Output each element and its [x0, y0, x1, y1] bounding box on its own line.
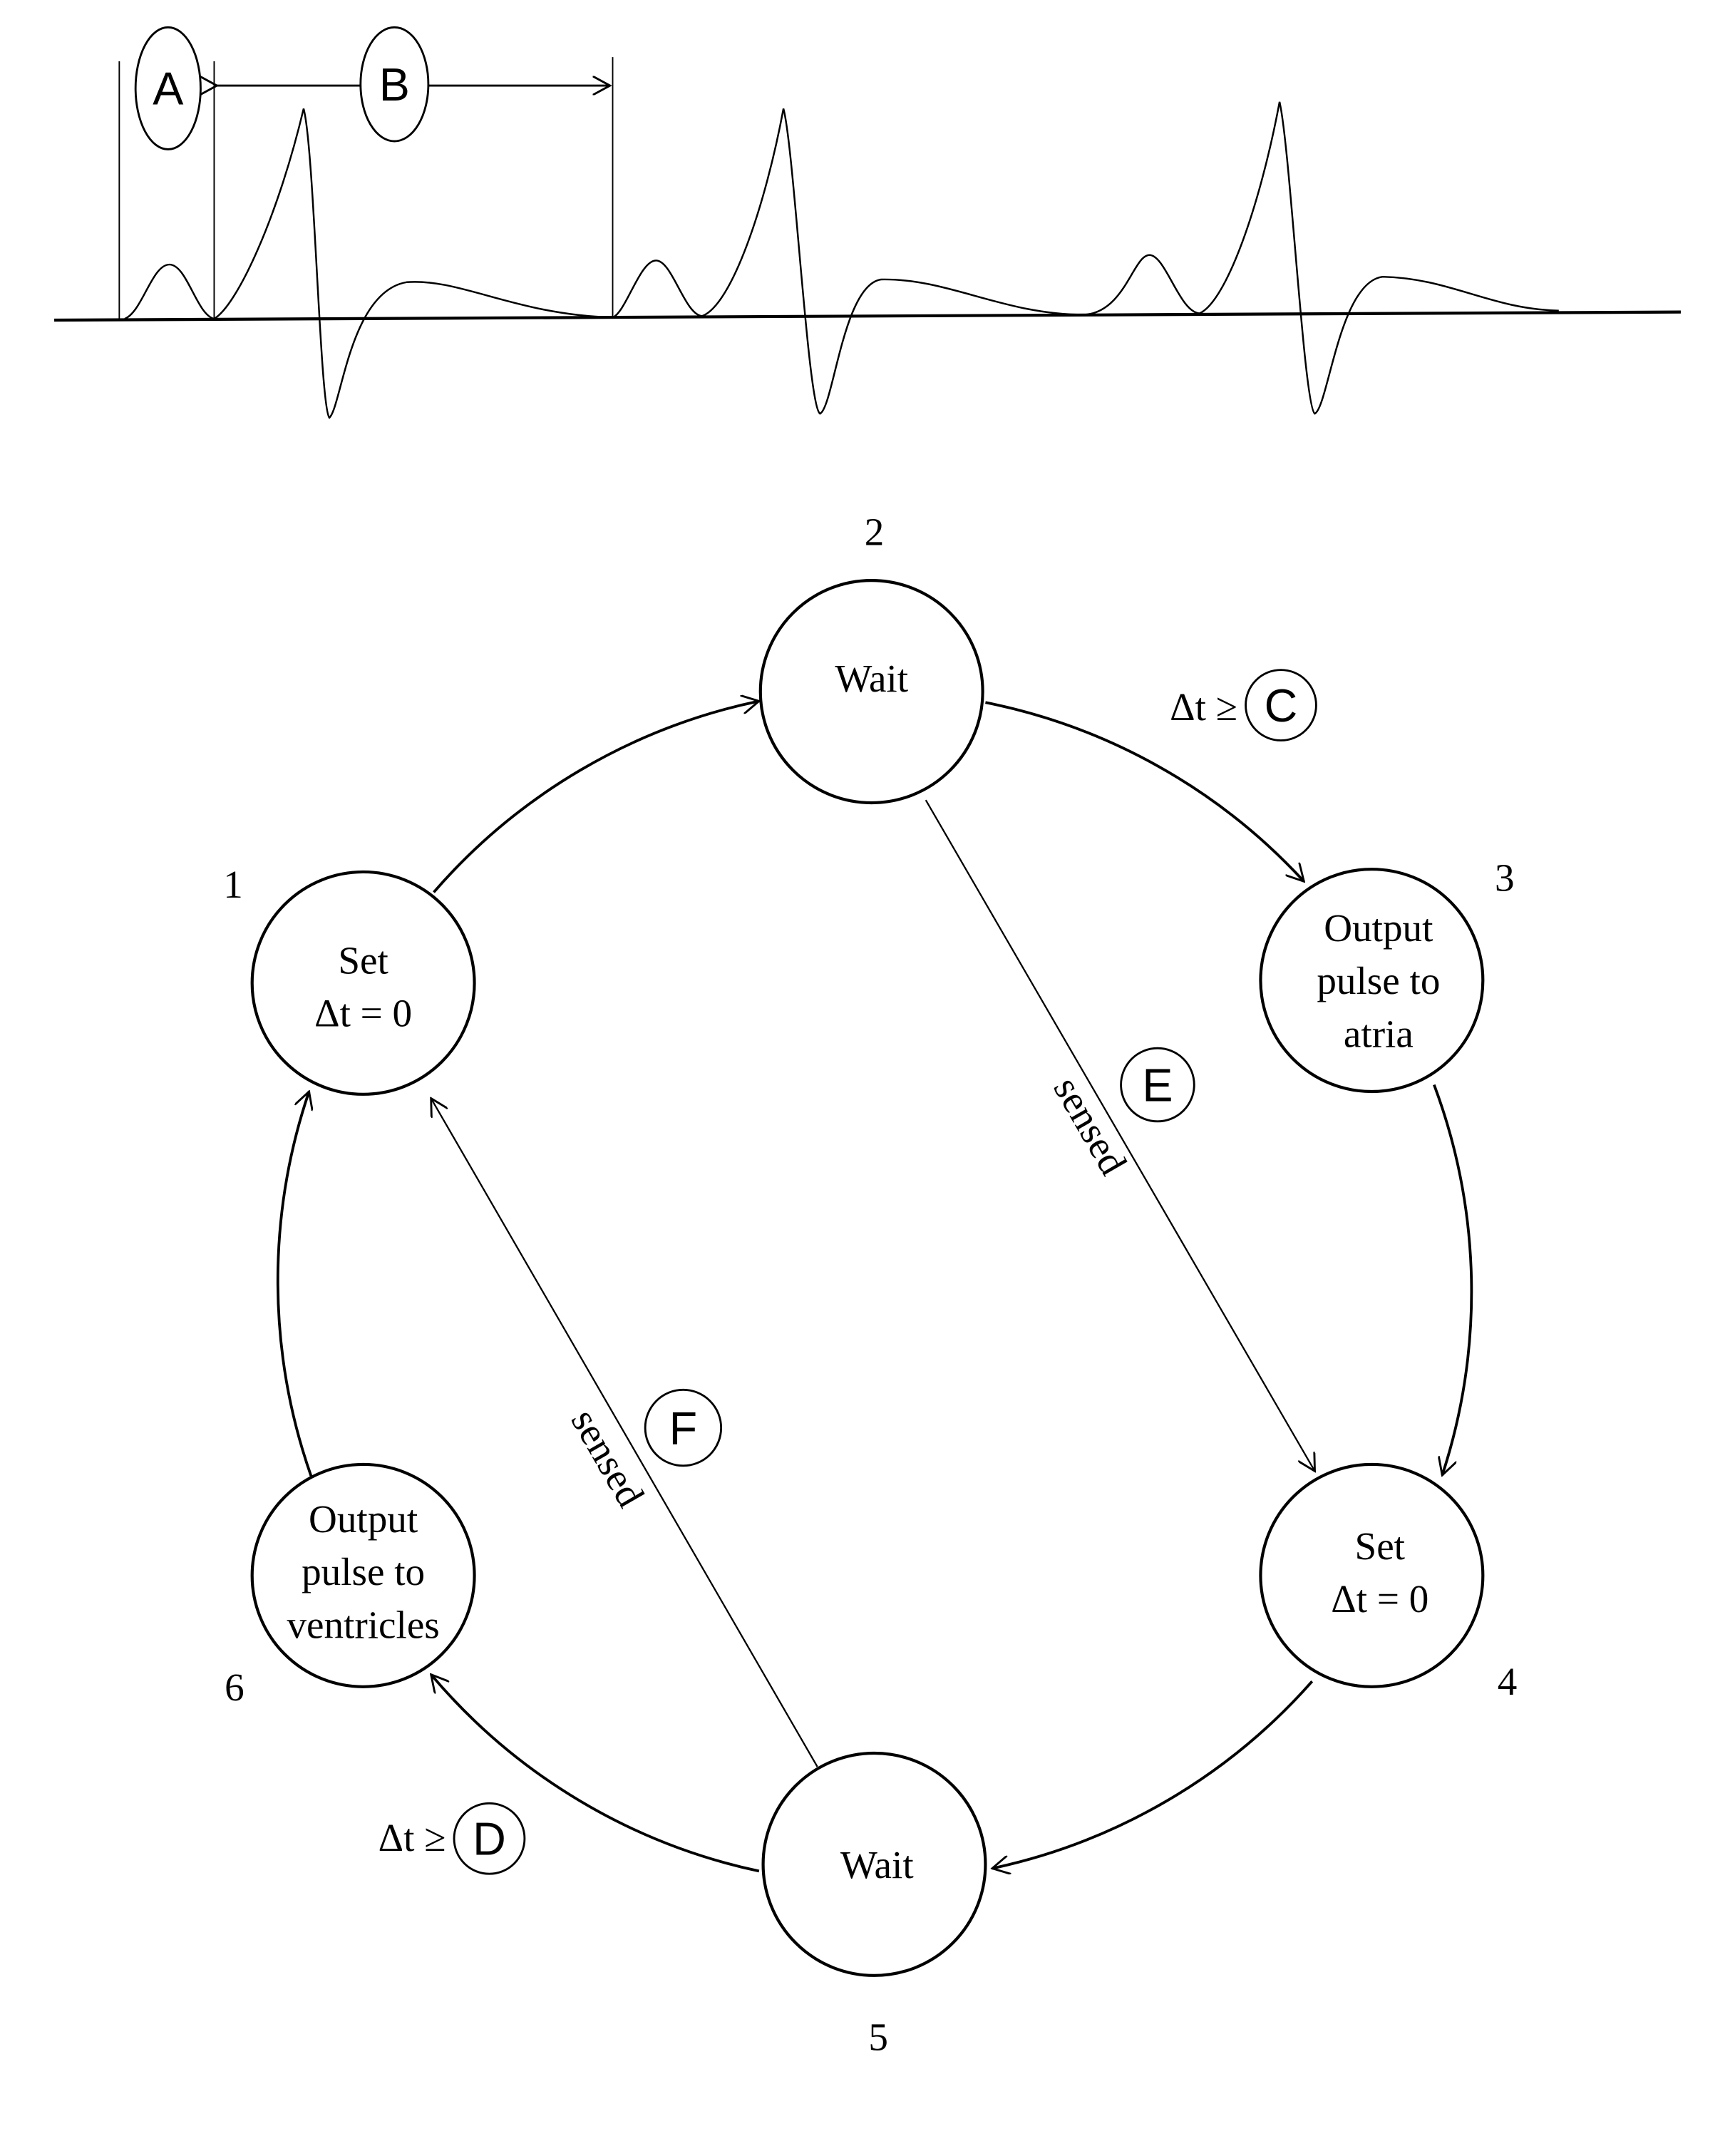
- node-5: Wait 5: [761, 1751, 987, 2058]
- transition-f: [431, 1099, 818, 1767]
- svg-text:3: 3: [1495, 856, 1515, 900]
- node-3: Output pulse to atria 3: [1259, 856, 1515, 1094]
- label-c: C: [1245, 669, 1317, 741]
- svg-text:C: C: [1265, 679, 1298, 732]
- ecg-trace: [124, 101, 1559, 419]
- svg-text:Set: Set: [1355, 1524, 1405, 1568]
- svg-text:2: 2: [865, 510, 885, 554]
- svg-text:E: E: [1142, 1059, 1173, 1111]
- svg-text:atria: atria: [1344, 1012, 1414, 1055]
- transition-e: [925, 799, 1315, 1471]
- node-6: Output pulse to ventricles 6: [225, 1462, 476, 1709]
- svg-text:pulse to: pulse to: [1317, 959, 1440, 1002]
- svg-text:B: B: [379, 58, 410, 111]
- label-e: E: [1120, 1047, 1195, 1123]
- svg-text:F: F: [669, 1402, 698, 1454]
- arc-1-to-2: [433, 701, 759, 893]
- label-a: A: [134, 26, 202, 150]
- svg-text:Wait: Wait: [840, 1843, 914, 1886]
- condition-d: Δt ≥: [379, 1816, 446, 1859]
- ecg-waveform: [54, 57, 1681, 419]
- node-4: Set Δt = 0 4: [1259, 1462, 1518, 1703]
- svg-text:Set: Set: [338, 939, 388, 982]
- svg-text:Output: Output: [309, 1497, 418, 1541]
- label-d: D: [453, 1802, 526, 1875]
- svg-text:Wait: Wait: [835, 657, 908, 700]
- svg-text:6: 6: [225, 1665, 244, 1709]
- svg-text:Δt = 0: Δt = 0: [314, 992, 412, 1035]
- arc-5-to-6: [431, 1675, 760, 1873]
- svg-text:5: 5: [868, 2015, 888, 2058]
- svg-text:ventricles: ventricles: [287, 1603, 439, 1646]
- svg-text:Δt = 0: Δt = 0: [1331, 1577, 1428, 1621]
- label-b: B: [359, 26, 430, 143]
- svg-text:pulse to: pulse to: [302, 1550, 425, 1593]
- label-f: F: [644, 1388, 723, 1467]
- svg-text:1: 1: [223, 863, 243, 906]
- ecg-baseline: [54, 310, 1681, 322]
- arc-3-to-4: [1433, 1084, 1473, 1476]
- arc-2-to-3: [985, 701, 1304, 881]
- node-2: Wait 2: [758, 510, 984, 805]
- svg-text:A: A: [153, 63, 183, 115]
- svg-text:D: D: [473, 1813, 506, 1865]
- condition-c: Δt ≥: [1170, 685, 1237, 729]
- arc-6-to-1: [276, 1092, 312, 1479]
- svg-text:4: 4: [1498, 1660, 1518, 1703]
- svg-text:Output: Output: [1324, 906, 1433, 950]
- arc-4-to-5: [992, 1680, 1314, 1868]
- node-1: Set Δt = 0 1: [223, 863, 476, 1096]
